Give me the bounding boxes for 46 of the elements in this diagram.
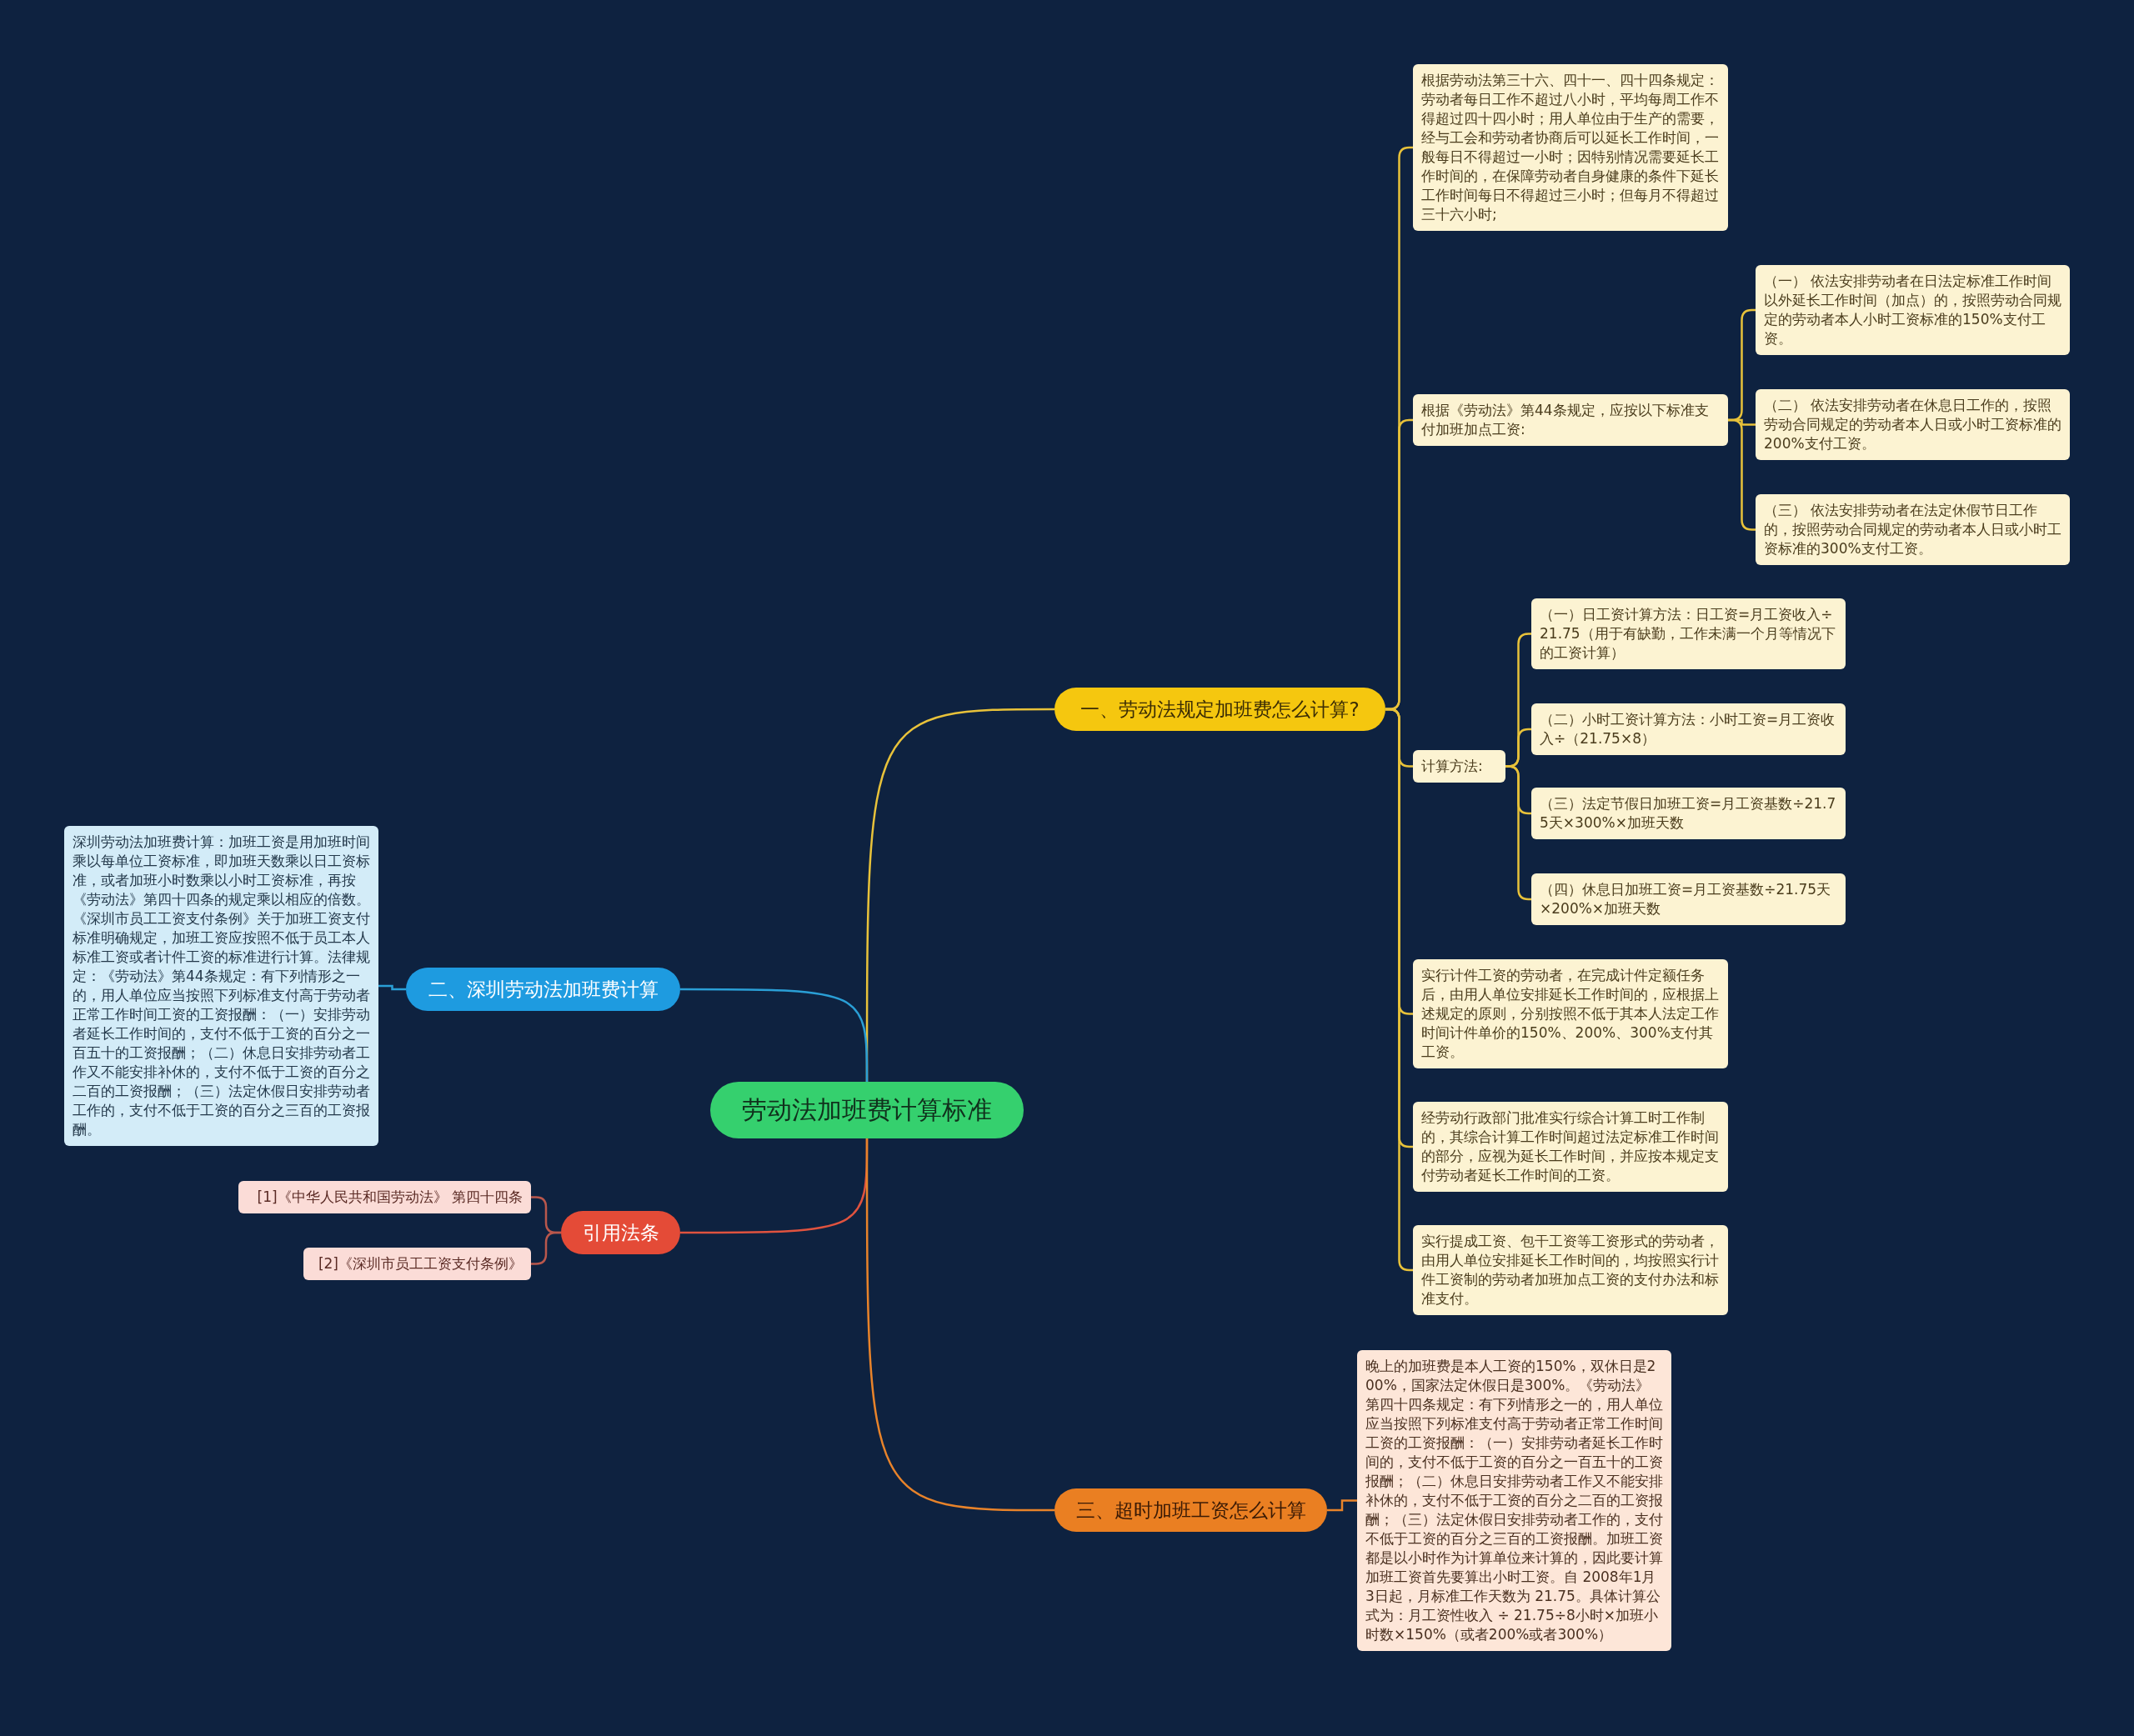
node-text: （一）日工资计算方法：日工资=月工资收入÷21.75（用于有缺勤，工作未满一个月等情况下的工资计算）: [1540, 605, 1836, 663]
note-card: [1531, 873, 1846, 925]
node-text: 二、深圳劳动法加班费计算: [427, 978, 659, 1001]
node-text: [1]《中华人民共和国劳动法》 第四十四条: [256, 1188, 523, 1207]
note-card: [1531, 788, 1846, 839]
connector-line: [378, 984, 406, 991]
node-text: 实行计件工资的劳动者，在完成计件定额任务后，由用人单位安排延长工作时间的，应根据上述规定的原则，分别按照不低于其本人法定工作时间计件单价的150%、200%、300%支付其工资。: [1421, 966, 1720, 1062]
note-card: [1413, 394, 1728, 446]
reference-card: [303, 1248, 531, 1280]
connector-line: [531, 1231, 561, 1265]
node-text: （三） 依法安排劳动者在法定休假节日工作的，按照劳动合同规定的劳动者本人日或小时工资标准的300%支付工资。: [1764, 501, 2061, 558]
note-card: [1531, 598, 1846, 669]
note-card: [1413, 1102, 1728, 1192]
connector-line: [1327, 1499, 1357, 1512]
connector-line: [865, 1138, 1054, 1512]
node-text: 经劳动行政部门批准实行综合计算工时工作制的，其综合计算工作时间超过法定标准工作时间的部分，应视为延长工作时间，并应按本规定支付劳动者延长工作时间的工资。: [1421, 1108, 1720, 1185]
connector-line: [680, 988, 869, 1082]
node-text: [2]《深圳市员工工资支付条例》: [317, 1254, 523, 1273]
node-text: （四）休息日加班工资=月工资基数÷21.75天×200%×加班天数: [1540, 880, 1832, 918]
node-text: （一） 依法安排劳动者在日法定标准工作时间以外延长工作时间（加点）的，按照劳动合同规定的劳动者本人小时工资标准的150%支付工资。: [1764, 272, 2061, 348]
node-text: （三）法定节假日加班工资=月工资基数÷21.75天×300%×加班天数: [1540, 794, 1837, 833]
node-text: 实行提成工资、包干工资等工资形式的劳动者，由用人单位安排延长工作时间的，均按照实行计件工资制的劳动者加班加点工资的支付办法和标准支付。: [1421, 1232, 1720, 1308]
note-card: [1756, 389, 2070, 460]
reference-card: [238, 1181, 531, 1213]
note-card: [1413, 1225, 1728, 1315]
connector-line: [1385, 708, 1414, 1272]
node-text: 深圳劳动法加班费计算：加班工资是用加班时间乘以每单位工资标准，即加班天数乘以日工资标准，或者加班小时数乘以小时工资标准，再按《劳动法》第四十四条的规定乘以相应的倍数。《深圳市员工工资支付条例》关于加班工资支付标准明确规定，加班工资应按照不低于员工本人标准工资或者计件工资的标准进行计算。法律规定：《劳动法》第44条规定：有下列情形之一的，用人单位应当按照下列标准支付高于劳动者正常工作时间工资的工资报酬：（一）安排劳动者延长工作时间的，支付不低于工资的百分之一百五十的工资报酬；（二）休息日安排劳动者工作又不能安排补休的，支付不低于工资的百分之二百的工资报酬；（三）法定休假日安排劳动者工作的，支付不低于工资的百分之三百的工资报酬。: [73, 833, 370, 1139]
note-card: [1756, 265, 2070, 355]
note-card: [1413, 750, 1505, 783]
node-text: （二） 依法安排劳动者在休息日工作的，按照劳动合同规定的劳动者本人日或小时工资标准的200%支付工资。: [1764, 396, 2061, 453]
branch-topic: [406, 968, 680, 1011]
node-text: 一、劳动法规定加班费怎么计算?: [1080, 698, 1360, 721]
node-text: 根据《劳动法》第44条规定，应按以下标准支付加班加点工资:: [1421, 401, 1710, 439]
node-text: 三、超时加班工资怎么计算: [1075, 1498, 1307, 1522]
branch-topic: [1054, 1488, 1327, 1532]
node-text: 计算方法:: [1421, 757, 1484, 776]
note-card: [1413, 959, 1728, 1068]
node-text: 劳动法加班费计算标准: [741, 1095, 993, 1125]
node-text: （二）小时工资计算方法：小时工资=月工资收入÷（21.75×8）: [1540, 710, 1836, 748]
branch-topic: [1054, 688, 1385, 731]
note-card: [1531, 703, 1846, 755]
node-text: 晚上的加班费是本人工资的150%，双休日是200%，国家法定休假日是300%。《劳动法》第四十四条规定：有下列情形之一的，用人单位应当按照下列标准支付高于劳动者正常工作时间工资的工资报酬：（一）安排劳动者延长工作时间的，支付不低于工资的百分之一百五十的工资报酬；（二）休息日安排劳动者工作又不能安排补休的，支付不低于工资的百分之二百的工资报酬；（三）法定休假日安排劳动者工作的，支付不低于工资的百分之三百的工资报酬。加班工资都是以小时作为计算单位来计算的，因此要计算加班工资首先要算出小时工资。自 2008年1月3日起，月标准工作天数为 21.75。具体计算公式为：月工资性收入 ÷ 21.75÷8小时×加班小时数×150%（或者200%或者300%）: [1365, 1357, 1663, 1644]
node-text: 根据劳动法第三十六、四十一、四十四条规定：劳动者每日工作不超过八小时，平均每周工作不得超过四十四小时；用人单位由于生产的需要，经与工会和劳动者协商后可以延长工作时间，一般每日不得超过一小时；因特别情况需要延长工作时间的，在保障劳动者自身健康的条件下延长工作时间每日不得超过三小时；但每月不得超过三十六小时;: [1421, 71, 1720, 224]
note-card: [1756, 494, 2070, 565]
branch-topic: [561, 1211, 680, 1254]
node-text: 引用法条: [581, 1221, 660, 1244]
